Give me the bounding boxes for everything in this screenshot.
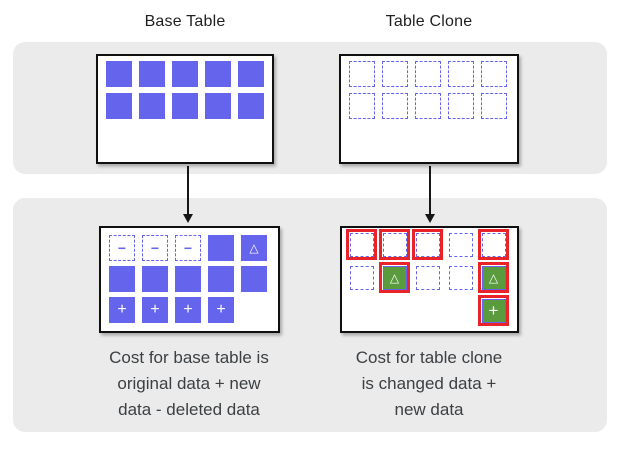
data-block-dashed [346,262,377,293]
data-block-green-triangle-red: △ [478,262,509,293]
data-block-solid [208,266,234,292]
data-block-dashed [445,262,476,293]
data-block-solid [238,61,264,87]
base-table-changed-box: −−−△++++ [99,226,280,333]
base-table-cost-caption: Cost for base table is original data + n… [109,348,269,419]
data-block-minus: − [109,235,135,261]
base-table-original-grid [98,56,272,119]
data-block-solid [172,61,198,87]
data-block-green-plus-red: + [478,295,509,326]
data-block-minus: − [175,235,201,261]
data-block-solid [241,266,267,292]
data-block-dashed [412,262,443,293]
data-block-solid [139,61,165,87]
data-block-dashed-red [346,229,377,260]
data-block-dashed [382,61,408,87]
data-block-solid [205,61,231,87]
data-block-dashed-red [379,229,410,260]
data-block-dashed-red [478,229,509,260]
data-block-green-triangle-red: △ [379,262,410,293]
data-block-solid [205,93,231,119]
data-block-solid [172,93,198,119]
data-block-dashed [448,93,474,119]
table-clone-arrow-head-icon [425,214,435,223]
base-table-arrow-head-icon [183,214,193,223]
data-block-minus: − [142,235,168,261]
data-block-solid [208,235,234,261]
data-block-solid [142,266,168,292]
data-block-solid [175,266,201,292]
data-block-dashed [382,93,408,119]
data-block-solid [106,61,132,87]
data-block-dashed [481,61,507,87]
data-block-solid [238,93,264,119]
data-block-plus: + [109,297,135,323]
base-table-arrow-line [187,166,189,215]
data-block-dashed [445,229,476,260]
data-block-dashed [349,93,375,119]
data-block-solid [106,93,132,119]
base-table-title: Base Table [144,13,226,30]
table-clone-original-box [339,54,519,164]
table-clone-title: Table Clone [385,13,473,30]
data-block-dashed [448,61,474,87]
table-clone-changed-box: △△+ [340,226,519,333]
data-block-plus: + [142,297,168,323]
data-block-solid-triangle: △ [241,235,267,261]
data-block-solid [139,93,165,119]
data-block-dashed-red [412,229,443,260]
table-clone-arrow-line [429,166,431,215]
table-clone-original-grid [341,56,517,119]
base-table-original-box [96,54,274,164]
table-clone-changed-grid: △△+ [342,228,517,326]
data-block-dashed [481,93,507,119]
data-block-dashed [415,93,441,119]
data-block-dashed [415,61,441,87]
data-block-dashed [349,61,375,87]
data-block-plus: + [208,297,234,323]
data-block-solid [109,266,135,292]
table-clone-cost-caption: Cost for table clone is changed data + n… [355,348,503,419]
base-table-changed-grid: −−−△++++ [101,228,278,323]
data-block-plus: + [175,297,201,323]
